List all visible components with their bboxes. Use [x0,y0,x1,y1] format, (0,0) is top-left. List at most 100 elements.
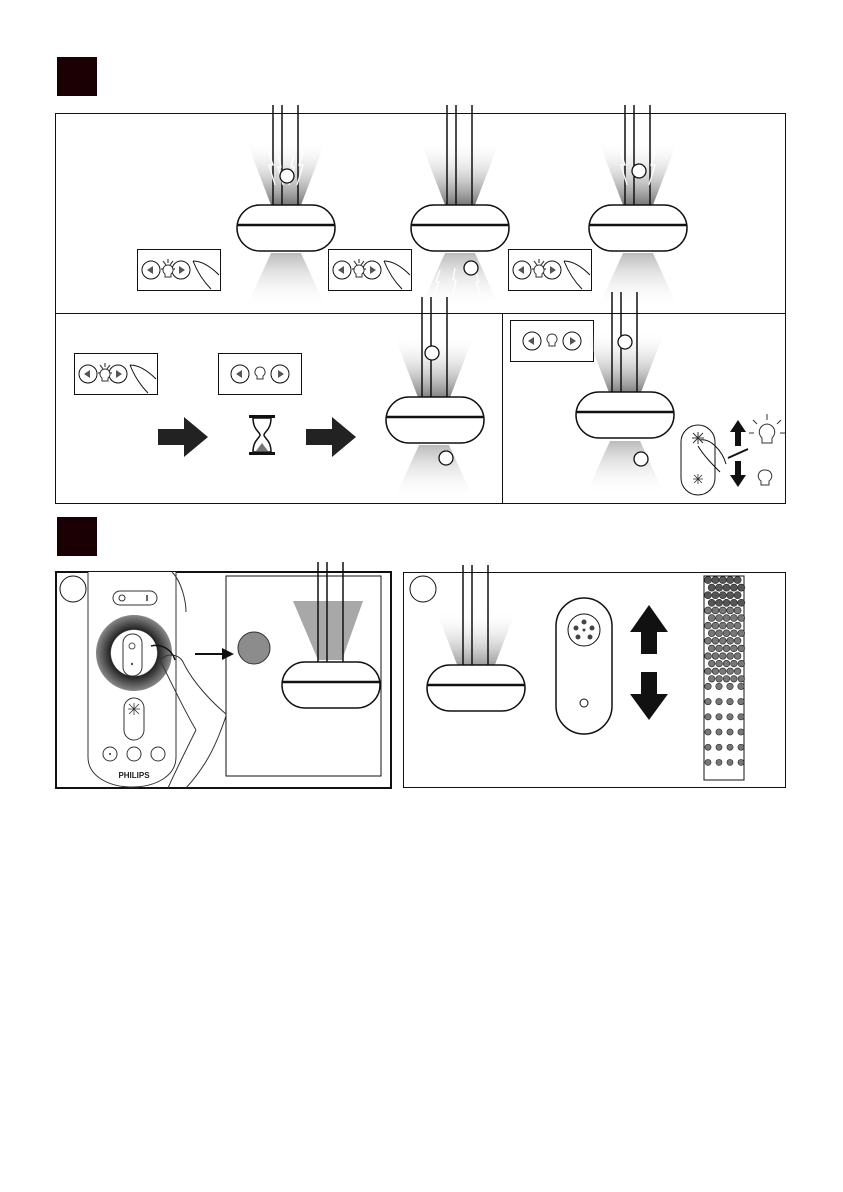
step-indicator [424,345,440,361]
scale-dot [726,621,734,630]
scale-dot [711,652,720,660]
section-b-marker [57,517,97,556]
up-down-arrow-icon [630,605,668,720]
scale-dot [737,583,746,592]
arrow-right-icon [306,417,356,457]
lamp-step-2 [409,103,511,308]
scale-dot [722,583,731,592]
scale-dot [707,629,716,637]
scale-dot [704,606,712,615]
scale-dot [715,698,723,706]
hourglass-icon [249,415,275,455]
step-indicator [438,450,454,466]
scale-dot [726,743,734,751]
scale-dot [704,637,712,645]
scale-dot [726,682,734,690]
scale-dot [722,644,731,653]
lamp-timed [384,295,486,500]
scale-dot [708,644,716,653]
panel-a-bottom-right [502,313,786,504]
scale-dot [737,644,745,653]
scale-dot [704,667,712,675]
scale-dot [733,621,742,630]
scale-dot [722,598,731,607]
scale-dot [715,629,723,637]
scale-dot [737,743,745,751]
remote-brand-label: PHILIPS [118,771,150,780]
scale-dot [737,659,745,668]
scale-dot [704,652,712,660]
scale-dot [726,591,735,600]
scale-dot [715,614,723,622]
arrow-right-icon [158,417,208,457]
lamp-step-3 [587,103,689,308]
brightness-button-icon [680,424,727,496]
remote-keypad-icon [138,250,221,291]
panel-b-right [403,563,786,788]
scale-dot [726,637,734,645]
scale-dot [711,637,720,645]
scale-dot [715,583,723,592]
scale-dot [730,629,738,637]
scale-dot [718,591,727,600]
scale-dot [726,652,734,660]
scale-dot [711,576,720,584]
step-indicator [631,163,647,179]
panel-b-left: PHILIPS [55,560,392,789]
scale-dot [707,583,716,592]
scale-dot [715,644,723,653]
scale-dot [715,743,723,751]
scale-dot [707,614,716,622]
step-indicator [617,334,633,350]
scale-dot [737,598,746,607]
finger-hand [159,654,227,789]
scale-dot [704,759,712,766]
step-indicator [463,260,479,276]
scale-dot [730,614,738,622]
scale-dot [719,621,727,630]
sensor-button-icon [555,597,613,735]
scale-dot [719,637,727,645]
scale-dot [726,759,734,766]
dot-gradient-scale [703,575,746,781]
scale-dot [733,576,742,584]
scale-dot [730,583,738,592]
scale-dot [737,759,745,766]
scale-dot [719,652,727,660]
arrow-right-icon [195,648,234,660]
section-a-marker [57,57,97,96]
remote-control: PHILIPS [87,571,187,788]
scale-dot [733,591,742,600]
scale-dot [708,675,716,683]
scale-dot [737,728,745,736]
scale-dot [711,606,720,615]
scale-dot [704,728,712,736]
scale-dot [737,713,745,721]
scale-dot [726,698,734,706]
remote-keypad-off-icon [219,354,302,395]
scale-dot [704,743,712,751]
scale-dot [722,614,731,622]
step-indicator [59,575,87,603]
remote-keypad-off-icon [511,321,594,362]
scale-dot [715,675,723,683]
lamp-step-1 [235,103,337,308]
scale-dot [718,576,727,584]
scale-dot [704,713,712,721]
scale-dot [730,659,738,668]
scale-dot [711,591,720,600]
scale-dot [737,629,746,637]
scale-dot [730,675,738,683]
scale-dot [730,644,738,653]
step-indicator [409,575,437,603]
scale-dot [737,614,746,622]
scale-dot [704,682,712,690]
scale-dot [704,698,712,706]
scale-dot [719,667,727,675]
scale-dot [715,713,723,721]
scale-dot [726,606,735,615]
scale-dot [704,621,712,630]
scale-dot [733,606,742,615]
scale-dot [733,637,742,645]
